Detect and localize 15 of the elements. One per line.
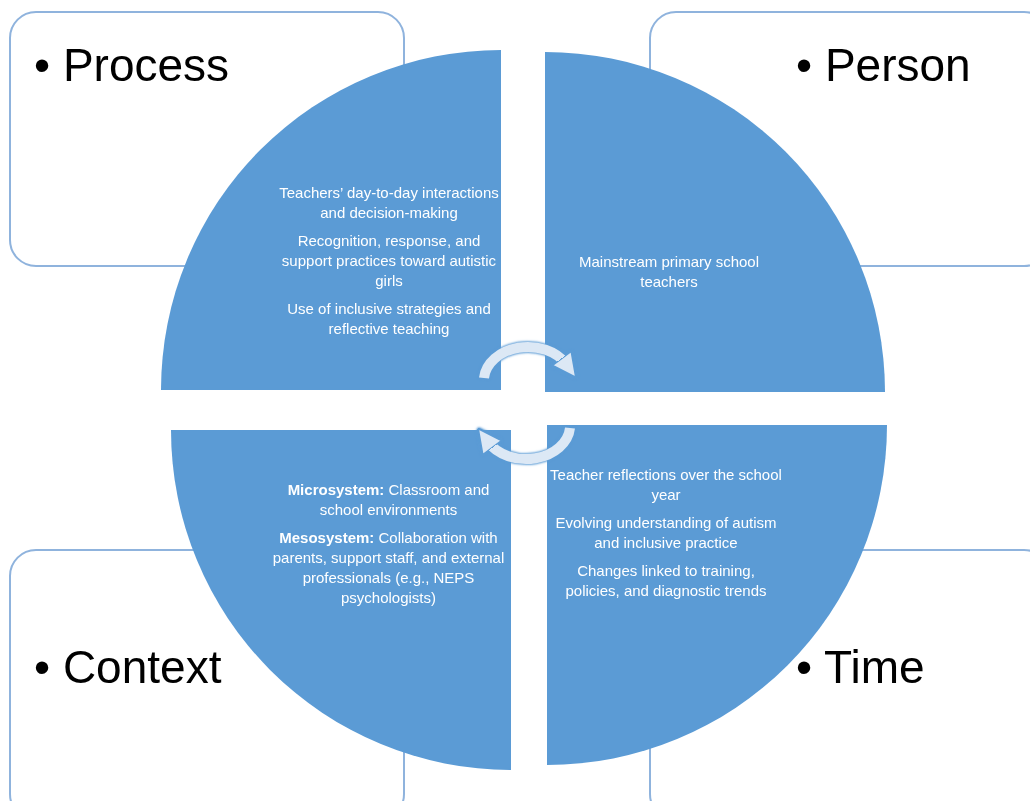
category-heading: • Person bbox=[796, 38, 971, 92]
curved-arrow bbox=[476, 427, 575, 465]
description-text: Mesosystem: Collaboration with parents, support staff, and external professionals (e.g., NEPS psychologists) bbox=[271, 528, 506, 608]
curved-arrow bbox=[479, 341, 578, 379]
category-heading: • Time bbox=[796, 640, 925, 694]
description-text: Teachers’ day-to-day interactions and decision-making bbox=[279, 183, 499, 223]
description-text: Recognition, response, and support practices toward autistic girls bbox=[280, 231, 498, 291]
description-text: Evolving understanding of autism and inclusive practice bbox=[554, 513, 778, 553]
description-text: Changes linked to training, policies, and diagnostic trends bbox=[564, 561, 768, 601]
category-heading: • Context bbox=[34, 640, 222, 694]
description-text: Mainstream primary school teachers bbox=[577, 252, 761, 292]
description-text: Teacher reflections over the school year bbox=[549, 465, 783, 505]
description-text: Use of inclusive strategies and reflective teaching bbox=[286, 299, 492, 339]
description-text: Microsystem: Classroom and school environments bbox=[286, 480, 491, 520]
category-heading: • Process bbox=[34, 38, 230, 92]
